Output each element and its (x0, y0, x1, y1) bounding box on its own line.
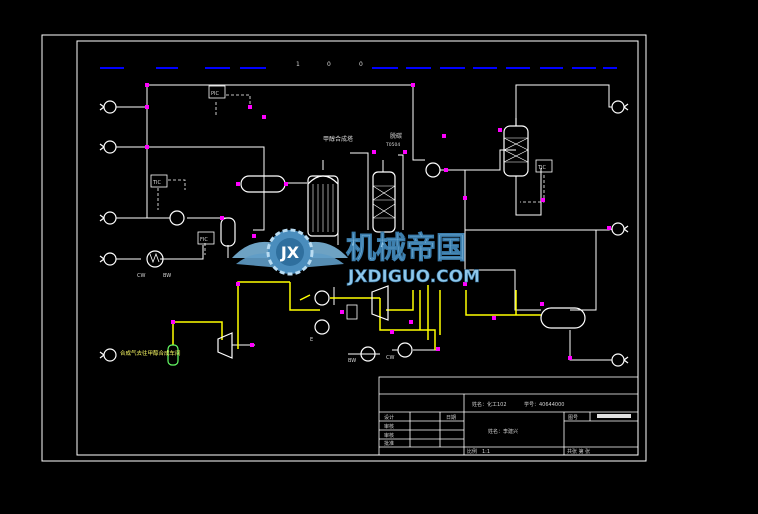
tb-id-line: 学号：40644000 (524, 401, 564, 408)
pump-bottom-1 (314, 290, 330, 306)
heat-exchanger (146, 250, 164, 268)
watermark-subtitle: JXDIGUO.COM (347, 267, 480, 287)
tb-scale: 1:1 (482, 449, 490, 455)
right-column (503, 125, 529, 177)
tb-field-2: 审核 (384, 423, 394, 430)
instrument-2: TIC (152, 180, 162, 186)
svg-text:JX: JX (280, 243, 300, 262)
outer-frame (41, 34, 647, 462)
title-block (378, 376, 639, 456)
tower-label: 甲醇合成塔 (323, 135, 353, 143)
pump-right (425, 162, 441, 178)
instrument-3: FIC (200, 237, 208, 243)
bottom-label-2: CW (386, 355, 394, 361)
tb-sheet-label: 共张 第 张 (567, 448, 590, 455)
inner-frame (76, 40, 639, 456)
horizontal-drum-left (240, 175, 286, 193)
compressor-mid (371, 285, 389, 321)
tb-field-4: 批准 (384, 440, 394, 447)
instrument-4: TIC (537, 165, 547, 171)
horizontal-drum-right (540, 307, 586, 329)
instruments (150, 85, 553, 245)
bw-label: BW (163, 273, 171, 279)
tb-field-3: 审核 (384, 432, 394, 439)
watermark-logo: JX (232, 228, 348, 276)
left-bottom-label: 合成气去往甲醇合成车间 (120, 349, 181, 357)
pump-left (169, 210, 185, 226)
column-label: 脱碳 (390, 132, 402, 140)
separator-vessel (167, 344, 179, 366)
connection-nodes (145, 83, 611, 360)
tb-map-label: 图号 (568, 415, 578, 421)
instrument-1: PIC (211, 91, 219, 97)
tb-field-5: 日期 (446, 415, 456, 421)
column-sublabel: T0504 (385, 142, 400, 148)
equipment (146, 118, 586, 362)
pump-bottom-2 (314, 319, 330, 335)
tb-field-6: 比例 (467, 448, 477, 455)
tb-sheet-name: 姓名：李建兴 (488, 428, 518, 435)
pump-bottom-4 (397, 342, 413, 358)
compressor-left (217, 332, 233, 359)
title-block-bar (597, 414, 631, 418)
pump-bottom-3 (360, 346, 376, 362)
bottom-label-1: BW (348, 358, 356, 364)
cw-label: CW (137, 273, 145, 279)
small-box (346, 304, 358, 320)
yellow-pipes (172, 281, 541, 350)
tb-field-1: 设计 (384, 414, 394, 421)
process-lines (116, 84, 613, 361)
vertical-vessel (220, 217, 236, 247)
top-num-2: 0 (327, 61, 331, 68)
watermark-title: 机械帝国 (346, 231, 466, 266)
right-connectors (611, 100, 629, 367)
top-num-1: 1 (296, 61, 300, 68)
left-mid-label: E (310, 337, 313, 343)
decarb-column (372, 171, 396, 233)
top-num-3: 0 (359, 61, 363, 68)
left-connectors (99, 100, 117, 362)
signal-lines (157, 94, 545, 255)
tb-name-line: 姓名：化工102 (472, 401, 507, 408)
